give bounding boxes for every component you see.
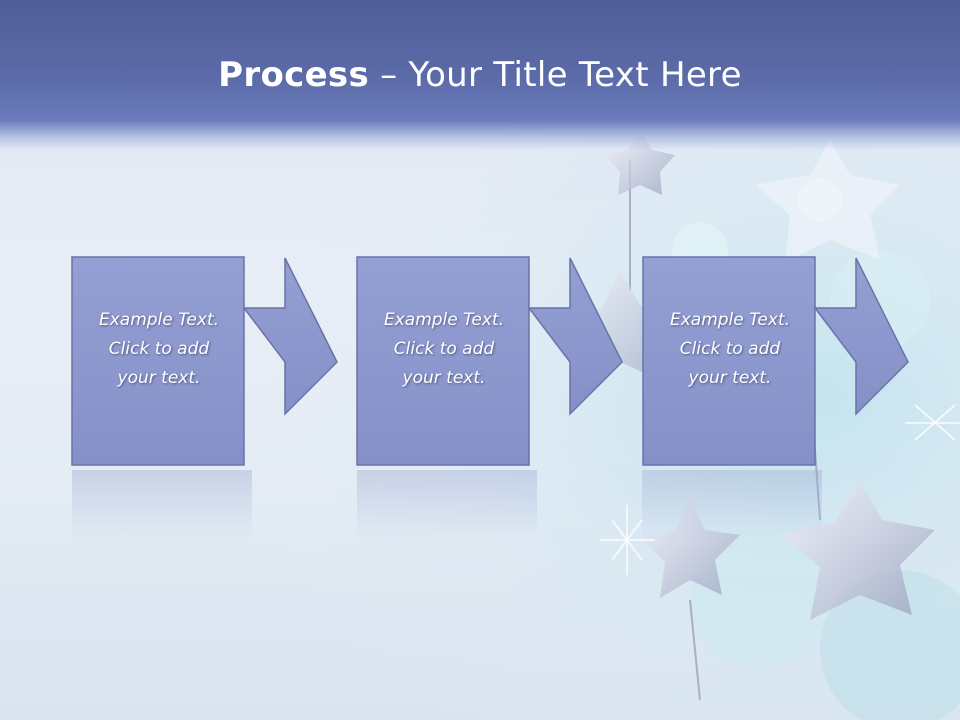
title-band <box>0 0 960 150</box>
process-step-1[interactable]: Example Text. Click to add your text. <box>71 256 341 466</box>
sparkle-icon <box>600 505 655 575</box>
step-text[interactable]: Example Text. Click to add your text. <box>98 310 220 388</box>
star-icon <box>755 140 900 262</box>
step-text[interactable]: Example Text. Click to add your text. <box>383 310 505 388</box>
step-reflection <box>642 470 822 540</box>
star-icon <box>780 480 935 620</box>
slide-title[interactable]: Process – Your Title Text Here <box>0 52 960 98</box>
step-reflection <box>72 470 252 540</box>
step-box-with-arrow <box>71 256 338 466</box>
step-box-with-arrow <box>356 256 623 466</box>
title-bold: Process <box>218 55 370 95</box>
step-text[interactable]: Example Text. Click to add your text. <box>669 310 791 388</box>
step-box-with-arrow <box>642 256 909 466</box>
star-icon <box>640 500 740 598</box>
process-step-2[interactable]: Example Text. Click to add your text. <box>356 256 626 466</box>
star-icon <box>605 130 675 195</box>
sparkle-icon <box>905 404 960 441</box>
process-step-3[interactable]: Example Text. Click to add your text. <box>642 256 912 466</box>
step-reflection <box>357 470 537 540</box>
title-rest: – Your Title Text Here <box>369 55 742 95</box>
